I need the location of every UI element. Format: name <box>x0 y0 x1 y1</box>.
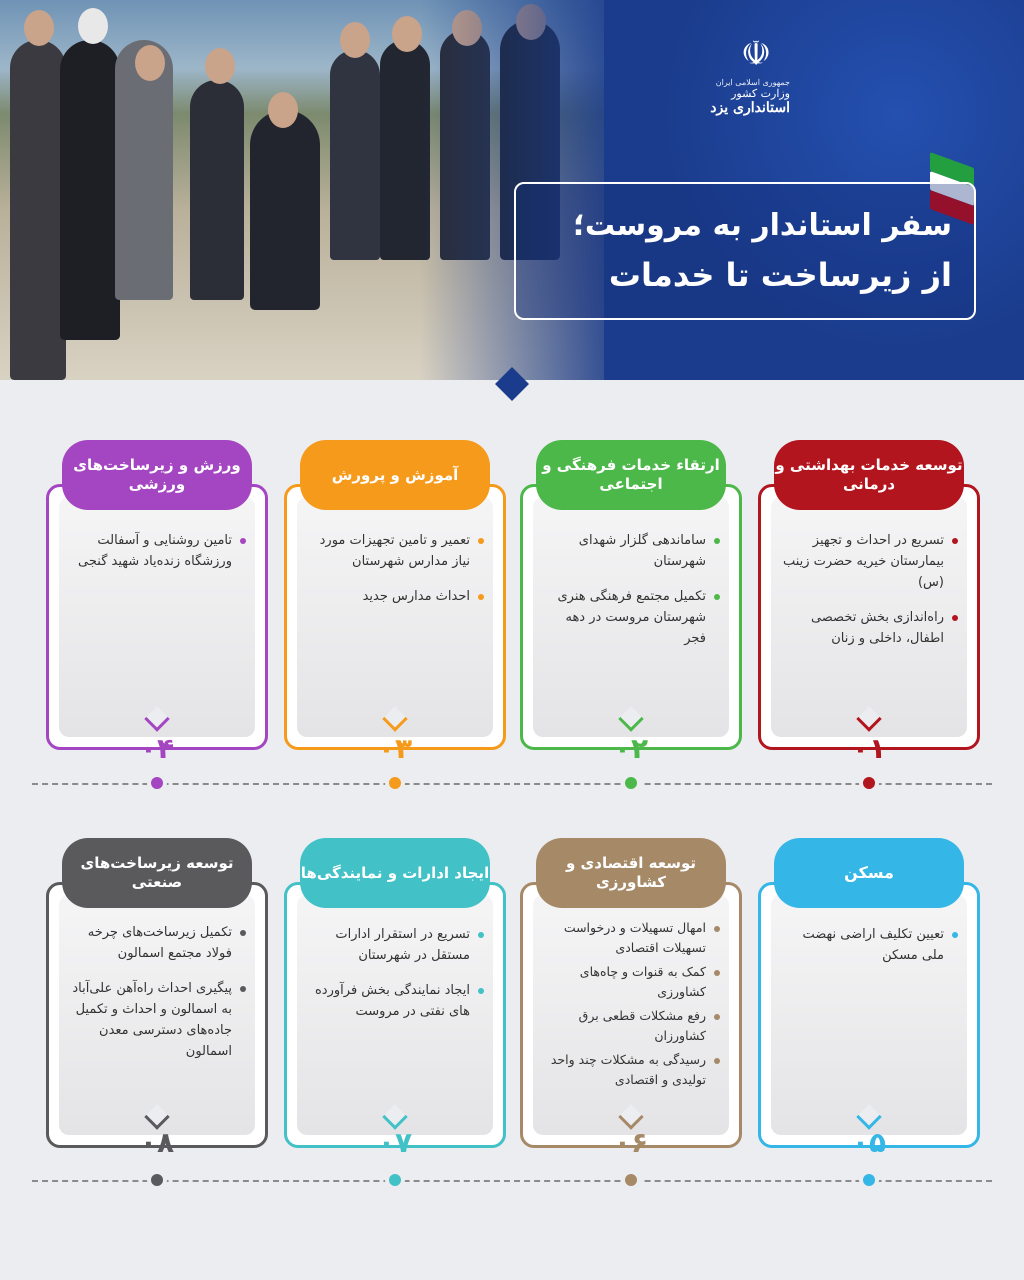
card-title: ورزش و زیرساخت‌های ورزشی <box>62 440 252 510</box>
list-item: راه‌اندازی بخش تخصصی اطفال، داخلی و زنان <box>782 607 958 649</box>
card-title: توسعه اقتصادی و کشاورزی <box>536 838 726 908</box>
card-number: ۰۶ <box>613 1126 649 1159</box>
list-item: رسیدگی به مشکلات چند واحد تولیدی و اقتصا… <box>544 1050 720 1090</box>
list-item: تکمیل مجتمع فرهنگی هنری شهرستان مروست در… <box>544 586 720 649</box>
timeline-dot <box>859 1170 879 1190</box>
timeline-row-2 <box>32 1180 992 1182</box>
timeline-dot <box>147 1170 167 1190</box>
page-title-line-1: سفر استاندار به مروست؛ <box>572 208 952 243</box>
timeline-dot <box>859 773 879 793</box>
card-title: ایجاد ادارات و نمایندگی‌ها <box>300 838 490 908</box>
list-item: ایجاد نمایندگی بخش فرآورده های نفتی در م… <box>308 980 484 1022</box>
list-item: تامین روشنایی و آسفالت ورزشگاه زنده‌یاد … <box>70 530 246 572</box>
list-item: امهال تسهیلات و درخواست تسهیلات اقتصادی <box>544 918 720 958</box>
card-title: توسعه زیرساخت‌های صنعتی <box>62 838 252 908</box>
card-title: توسعه خدمات بهداشتی و درمانی <box>774 440 964 510</box>
timeline-row-1 <box>32 783 992 785</box>
title-box: سفر استاندار به مروست؛ از زیرساخت تا خدم… <box>514 182 976 320</box>
card-number: ۰۳ <box>377 732 413 765</box>
card-title: مسکن <box>774 838 964 908</box>
list-item: تسریع در استقرار ادارات مستقل در شهرستان <box>308 924 484 966</box>
card-title: آموزش و پرورش <box>300 440 490 510</box>
page-title-line-2: از زیرساخت تا خدمات <box>608 256 952 294</box>
org-line-2: وزارت کشور <box>731 87 790 100</box>
list-item: رفع مشکلات قطعی برق کشاورزان <box>544 1006 720 1046</box>
timeline-dot <box>385 773 405 793</box>
list-item: کمک به قنوات و چاه‌های کشاورزی <box>544 962 720 1002</box>
header-banner: ☫ جمهوری اسلامی ایران وزارت کشور استاندا… <box>0 0 1024 380</box>
card-number: ۰۸ <box>139 1126 175 1159</box>
timeline-dot <box>147 773 167 793</box>
org-line-3: استانداری یزد <box>710 100 790 116</box>
timeline-dot <box>385 1170 405 1190</box>
timeline-dot <box>621 773 641 793</box>
org-name: جمهوری اسلامی ایران وزارت کشور استانداری… <box>660 78 790 116</box>
list-item: تعیین تکلیف اراضی نهضت ملی مسکن <box>782 924 958 966</box>
card-number: ۰۱ <box>851 732 887 765</box>
card-number: ۰۵ <box>851 1126 887 1159</box>
list-item: تکمیل زیرساخت‌های چرخه فولاد مجتمع اسمال… <box>70 922 246 964</box>
card-number: ۰۷ <box>377 1126 413 1159</box>
iran-emblem-icon: ☫ <box>740 34 772 74</box>
list-item: ساماندهی گلزار شهدای شهرستان <box>544 530 720 572</box>
card-title: ارتقاء خدمات فرهنگی و اجتماعی <box>536 440 726 510</box>
list-item: تسریع در احداث و تجهیز بیمارستان خیریه ح… <box>782 530 958 593</box>
list-item: پیگیری احداث راه‌آهن علی‌آباد به اسمالون… <box>70 978 246 1062</box>
list-item: احداث مدارس جدید <box>308 586 484 607</box>
list-item: تعمیر و تامین تجهیزات مورد نیاز مدارس شه… <box>308 530 484 572</box>
timeline-dot <box>621 1170 641 1190</box>
card-number: ۰۲ <box>613 732 649 765</box>
org-line-1: جمهوری اسلامی ایران <box>715 78 790 87</box>
card-number: ۰۴ <box>139 732 175 765</box>
